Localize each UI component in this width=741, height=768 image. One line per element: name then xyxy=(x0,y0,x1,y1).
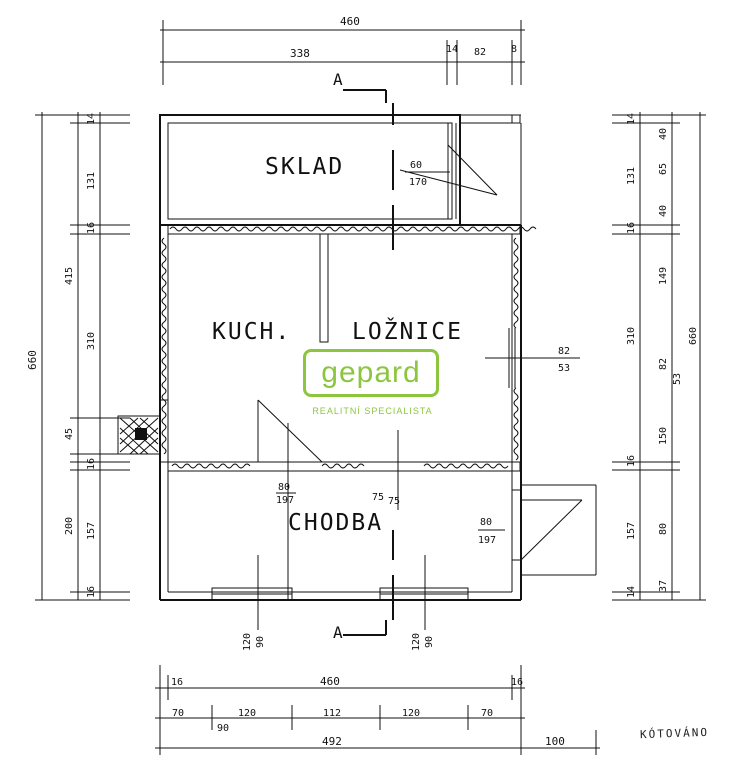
dim-right-82: 82 xyxy=(658,358,669,370)
sklad-door-height: 170 xyxy=(409,177,427,188)
dim-right-16: 16 xyxy=(626,222,637,234)
section-label-bottom: A xyxy=(333,623,345,642)
dim-left-200: 200 xyxy=(64,517,75,535)
room-label-kuch: KUCH. xyxy=(212,319,291,345)
dim-bottom-70a: 70 xyxy=(172,708,184,719)
sklad-door-width: 60 xyxy=(410,160,422,171)
kuch-door-height: 197 xyxy=(276,495,294,506)
room-label-chodba: CHODBA xyxy=(288,510,383,536)
logo-tagline: REALITNÍ SPECIALISTA xyxy=(312,406,433,416)
room-label-sklad: SKLAD xyxy=(265,154,344,180)
right-dimensions: 14 40 131 65 40 16 149 310 660 82 53 150… xyxy=(612,112,706,601)
gepard-logo: gepard xyxy=(303,349,439,397)
dim-left-overall: 660 xyxy=(26,350,39,370)
dim-left-310: 310 xyxy=(86,332,97,350)
dim-right-53: 53 xyxy=(672,373,683,385)
dim-left-16: 16 xyxy=(86,222,97,234)
dim-right-40: 40 xyxy=(658,128,669,140)
dim-left-157: 157 xyxy=(86,522,97,540)
section-mark-bottom: A xyxy=(333,620,387,642)
dim-left-14: 14 xyxy=(86,113,97,125)
dim-bottom-100: 100 xyxy=(545,735,565,748)
room-labels: SKLAD KUCH. LOŽNICE CHODBA xyxy=(212,154,463,536)
dim-bottom-460: 460 xyxy=(320,675,340,688)
dim-right-80: 80 xyxy=(658,523,669,535)
opening-dimensions: 60 170 82 53 80 197 75 75 80 197 120 90 … xyxy=(242,160,570,651)
dim-bottom-70b: 70 xyxy=(481,708,493,719)
dim-bottom-90: 90 xyxy=(217,723,229,734)
dim-bottom-120a: 120 xyxy=(238,708,256,719)
loznice-window-height: 53 xyxy=(558,363,570,374)
dim-bottom-492: 492 xyxy=(322,735,342,748)
dim-top-overall: 460 xyxy=(340,15,360,28)
kuch-door-width: 80 xyxy=(278,482,290,493)
dim-right-131: 131 xyxy=(626,167,637,185)
dim-left-45: 45 xyxy=(64,428,75,440)
dim-left-16b: 16 xyxy=(86,458,97,470)
dim-right-157: 157 xyxy=(626,522,637,540)
window2-height: 90 xyxy=(424,636,435,648)
dim-right-40b: 40 xyxy=(658,205,669,217)
dim-right-150: 150 xyxy=(658,427,669,445)
section-mark-top: A xyxy=(333,70,387,103)
dim-right-310: 310 xyxy=(626,327,637,345)
chodba-door-height: 197 xyxy=(478,535,496,546)
dim-bottom-16a: 16 xyxy=(171,677,183,688)
dim-bottom-112: 112 xyxy=(323,708,341,719)
dim-bottom-16b: 16 xyxy=(511,677,523,688)
dim-right-660: 660 xyxy=(688,327,699,345)
dim-right-14: 14 xyxy=(626,113,637,125)
window2-width: 120 xyxy=(411,633,422,651)
loznice-door-width: 75 xyxy=(372,492,384,503)
top-dimensions: 460 338 14 82 8 xyxy=(160,15,525,85)
chodba-door-width: 80 xyxy=(480,517,492,528)
dim-left-415: 415 xyxy=(64,267,75,285)
dim-top-14: 14 xyxy=(446,44,458,55)
logo-wordmark: gepard xyxy=(321,356,421,389)
dim-right-65: 65 xyxy=(658,163,669,175)
walls xyxy=(117,103,597,630)
window1-height: 90 xyxy=(255,636,266,648)
dim-top-338: 338 xyxy=(290,47,310,60)
dim-top-82: 82 xyxy=(474,47,486,58)
room-label-loznice: LOŽNICE xyxy=(352,317,463,345)
left-dimensions: 660 14 131 16 415 310 45 16 200 157 16 xyxy=(26,112,130,601)
loznice-door-height: 75 xyxy=(388,496,400,507)
signature-stamp: KÓTOVÁNO xyxy=(639,725,710,742)
dim-right-37: 37 xyxy=(658,580,669,592)
loznice-window-width: 82 xyxy=(558,346,570,357)
bottom-dimensions: 16 460 16 70 120 112 120 70 90 492 100 xyxy=(155,665,600,755)
dim-left-16c: 16 xyxy=(86,586,97,598)
dim-bottom-120b: 120 xyxy=(402,708,420,719)
dim-right-16b: 16 xyxy=(626,455,637,467)
dim-top-8: 8 xyxy=(511,44,517,55)
dim-right-149: 149 xyxy=(658,267,669,285)
section-label-top: A xyxy=(333,70,345,89)
window1-width: 120 xyxy=(242,633,253,651)
dim-left-131: 131 xyxy=(86,172,97,190)
dim-right-14b: 14 xyxy=(626,586,637,598)
